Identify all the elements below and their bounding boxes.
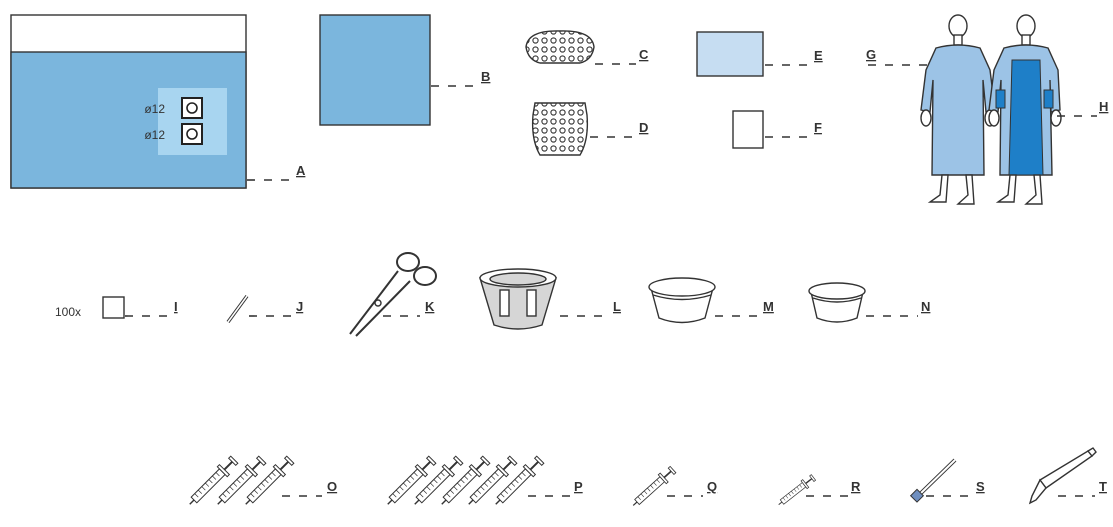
item-t: T <box>1030 448 1107 503</box>
card-f <box>733 111 763 148</box>
label-n: N <box>921 299 930 314</box>
label-f: F <box>814 120 822 135</box>
label-b: B <box>481 69 490 84</box>
small-bowl <box>809 283 865 322</box>
label-c: C <box>639 47 649 62</box>
label-h: H <box>1099 99 1108 114</box>
label-i: I <box>174 299 178 314</box>
syringe-o-3 <box>241 455 295 509</box>
label-j: J <box>296 299 303 314</box>
label-l: L <box>613 299 621 314</box>
item-d: D <box>533 103 649 155</box>
item-k: K <box>350 253 436 336</box>
item-s: S <box>911 460 985 502</box>
label-s: S <box>976 479 985 494</box>
item-l: L <box>480 269 621 329</box>
item-a: ø12 ø12 A <box>11 15 306 188</box>
item-c: C <box>526 31 649 64</box>
item-e: E <box>697 32 823 76</box>
mesh-pouch <box>533 103 588 155</box>
medium-bowl <box>649 278 715 323</box>
label-d: D <box>639 120 648 135</box>
scalpel <box>1030 448 1096 503</box>
label-q: Q <box>707 479 717 494</box>
item-f: F <box>733 111 822 148</box>
item-m: M <box>649 278 774 323</box>
gown-h <box>989 15 1061 204</box>
label-r: R <box>851 479 861 494</box>
syringe-p-1 <box>383 455 437 509</box>
syringe-p-2 <box>410 455 464 509</box>
label-m: M <box>763 299 774 314</box>
forceps <box>350 253 436 336</box>
syringe-p-3 <box>437 455 491 509</box>
item-n: N <box>809 283 930 322</box>
hole-diameter-label-1: ø12 <box>144 102 165 116</box>
item-b: B <box>320 15 490 125</box>
hole-diameter-label-2: ø12 <box>144 128 165 142</box>
item-j: J <box>228 296 303 322</box>
fenestration-hole-2 <box>182 124 202 144</box>
mesh-cap <box>526 31 594 63</box>
syringe-q <box>629 465 677 510</box>
item-g: G <box>866 15 995 204</box>
item-i: 100x I <box>55 297 178 319</box>
label-p: P <box>574 479 583 494</box>
quantity-label-i: 100x <box>55 305 81 319</box>
label-t: T <box>1099 479 1107 494</box>
item-p: P <box>383 455 583 509</box>
item-o: O <box>185 455 337 509</box>
item-q: Q <box>629 465 717 510</box>
syringe-o-1 <box>185 455 239 509</box>
gauze-swab <box>103 297 124 318</box>
label-e: E <box>814 48 823 63</box>
towel-e <box>697 32 763 76</box>
syringe-r <box>776 474 817 509</box>
small-clip <box>228 296 247 322</box>
large-bowl <box>480 269 556 329</box>
label-k: K <box>425 299 435 314</box>
item-h: H <box>989 15 1108 204</box>
label-a: A <box>296 163 306 178</box>
drape-b <box>320 15 430 125</box>
syringe-p-4 <box>464 455 518 509</box>
item-r: R <box>776 474 861 509</box>
syringe-p-5 <box>491 455 545 509</box>
gown-g <box>921 15 995 204</box>
label-o: O <box>327 479 337 494</box>
syringe-o-2 <box>213 455 267 509</box>
label-g: G <box>866 47 876 62</box>
fenestration-hole-1 <box>182 98 202 118</box>
